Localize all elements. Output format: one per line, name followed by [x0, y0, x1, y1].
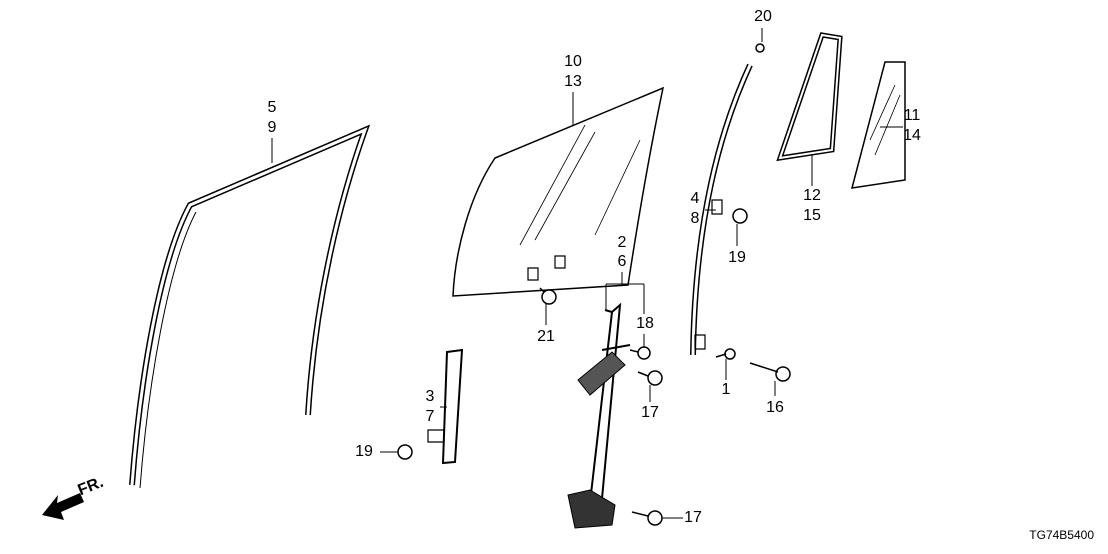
door-weatherstrip	[129, 124, 371, 489]
callout-17-upper: 17	[641, 404, 659, 421]
callout-10: 10	[564, 53, 582, 70]
diagram-code: TG74B5400	[1029, 528, 1094, 542]
callout-21: 21	[537, 328, 555, 345]
quarter-weatherstrip	[776, 32, 843, 162]
callout-8: 8	[690, 210, 700, 227]
callout-5: 5	[267, 99, 277, 116]
callout-19-lower: 19	[355, 443, 373, 460]
callout-16: 16	[766, 399, 784, 416]
front-arrow-icon	[42, 493, 84, 520]
callout-4: 4	[690, 190, 700, 207]
callout-1: 1	[721, 381, 731, 398]
rear-channel	[690, 63, 753, 356]
window-regulator	[567, 302, 631, 529]
callout-17-lower: 17	[684, 509, 702, 526]
callout-18: 18	[636, 315, 654, 332]
callout-15: 15	[803, 207, 821, 224]
callout-11: 11	[903, 107, 921, 124]
callout-9: 9	[267, 119, 277, 136]
callout-20: 20	[754, 8, 772, 25]
leader-lines	[271, 28, 903, 519]
callout-7: 7	[425, 408, 435, 425]
bolts	[397, 43, 791, 526]
door-glass	[452, 86, 665, 297]
quarter-glass	[850, 61, 906, 189]
callout-2: 2	[617, 234, 627, 251]
callout-13: 13	[564, 73, 582, 90]
callout-3: 3	[425, 388, 435, 405]
callout-6: 6	[617, 253, 627, 270]
front-channel	[427, 348, 464, 465]
callout-14: 14	[903, 127, 921, 144]
callout-12: 12	[803, 187, 821, 204]
callout-19-upper: 19	[728, 249, 746, 266]
